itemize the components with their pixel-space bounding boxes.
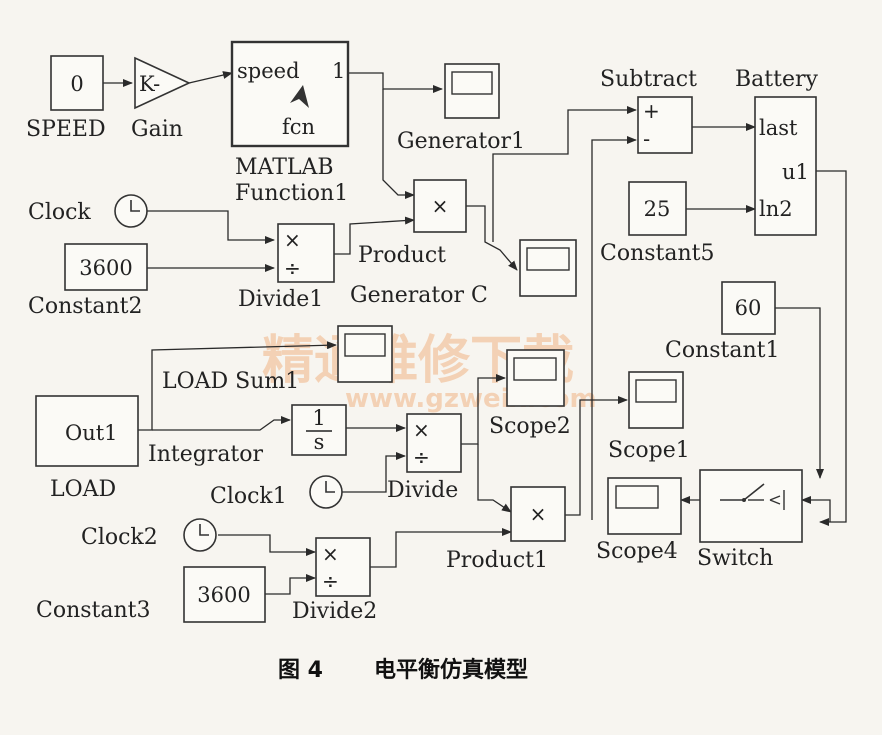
load-output-port: Out1	[65, 421, 118, 445]
constant2-label: Constant2	[28, 294, 143, 319]
constant1-block[interactable]: 60	[721, 281, 776, 335]
battery-output-u1: u1	[782, 160, 809, 184]
constant3-value: 3600	[197, 583, 250, 607]
subtract-minus: -	[643, 127, 650, 151]
divide1-times: ×	[284, 228, 301, 252]
matlab-fcn-input: speed	[237, 59, 300, 83]
product1-block[interactable]: ×	[510, 486, 566, 542]
constant5-value: 25	[644, 197, 671, 221]
constant2-value: 3600	[79, 256, 132, 280]
divide-times: ×	[413, 418, 430, 442]
product-label: Product	[358, 243, 446, 268]
constant2-block[interactable]: 3600	[64, 243, 148, 291]
scope-icon	[615, 485, 659, 509]
generator-c-label: Generator C	[350, 283, 488, 308]
gain-label: Gain	[131, 117, 183, 142]
load-label: LOAD	[50, 477, 116, 502]
generator1-scope[interactable]	[444, 63, 500, 119]
matlab-function-block[interactable]: speed 1 fcn	[230, 40, 350, 148]
divide2-block[interactable]: × ÷	[315, 537, 371, 597]
scope4-label: Scope4	[596, 539, 678, 564]
load-sum1-label: LOAD Sum1	[162, 369, 299, 394]
load-subsystem-block[interactable]: Out1	[35, 395, 139, 467]
matlab-function-label-1: MATLAB	[235, 155, 334, 180]
signal-lines	[103, 71, 847, 595]
scope1-label: Scope1	[608, 438, 690, 463]
speed-constant-value: 0	[70, 72, 83, 96]
clock1-label: Clock1	[210, 484, 287, 509]
divide2-label: Divide2	[292, 599, 377, 624]
divide-block[interactable]: × ÷	[406, 413, 462, 473]
figure-title: 电平衡仿真模型	[374, 657, 528, 683]
generator-c-scope[interactable]	[519, 239, 577, 297]
clock-label: Clock	[28, 200, 91, 225]
scope-icon	[513, 357, 557, 381]
battery-label: Battery	[735, 67, 819, 92]
subtract-label: Subtract	[600, 67, 697, 92]
divide1-label: Divide1	[238, 287, 323, 312]
integrator-numerator: 1	[312, 406, 325, 430]
speed-label: SPEED	[26, 117, 106, 142]
integrator-label: Integrator	[148, 442, 264, 467]
product1-label: Product1	[446, 548, 548, 573]
clock1-block[interactable]	[309, 475, 343, 509]
product-block[interactable]: ×	[413, 179, 467, 233]
clock2-block[interactable]	[183, 518, 217, 552]
divide2-div: ÷	[322, 569, 339, 593]
divide1-block[interactable]: × ÷	[277, 223, 335, 283]
switch-block[interactable]	[699, 469, 803, 543]
figure-caption: 图 4 电平衡仿真模型	[278, 657, 528, 683]
load-sum1-scope[interactable]	[337, 325, 393, 383]
subtract-plus: +	[643, 99, 660, 123]
generator1-label: Generator1	[397, 129, 525, 154]
integrator-denominator: s	[314, 430, 325, 454]
scope2-scope[interactable]	[506, 349, 565, 407]
matlab-logo-icon	[290, 85, 309, 108]
battery-input-ln2: ln2	[759, 197, 793, 221]
scope-icon	[635, 379, 677, 403]
scope-icon	[451, 71, 493, 95]
battery-input-last: last	[759, 116, 798, 140]
product1-times: ×	[530, 502, 547, 526]
scope-icon	[526, 247, 570, 271]
speed-constant-block[interactable]: 0	[50, 55, 104, 111]
constant5-block[interactable]: 25	[628, 181, 687, 236]
constant1-value: 60	[735, 296, 762, 320]
divide-label: Divide	[387, 478, 458, 503]
scope4-scope[interactable]	[607, 477, 682, 535]
matlab-function-label-2: Function1	[235, 181, 348, 206]
divide-div: ÷	[413, 445, 430, 469]
constant5-label: Constant5	[600, 241, 715, 266]
switch-label: Switch	[697, 546, 773, 571]
product-times: ×	[432, 194, 449, 218]
scope-icon	[344, 333, 386, 357]
integrator-block[interactable]: 1 s	[291, 404, 347, 456]
constant3-label: Constant3	[36, 598, 151, 623]
constant1-label: Constant1	[665, 338, 780, 363]
clock2-label: Clock2	[81, 525, 158, 550]
gain-symbol: K-	[139, 72, 160, 96]
divide2-times: ×	[322, 542, 339, 566]
figure-number: 图 4	[278, 658, 323, 683]
subtract-block[interactable]: + -	[637, 96, 693, 154]
scope2-label: Scope2	[489, 414, 571, 439]
battery-block[interactable]: last u1 ln2	[754, 96, 817, 236]
gain-block[interactable]: K-	[134, 56, 191, 110]
constant3-block[interactable]: 3600	[183, 566, 266, 623]
divide1-div: ÷	[284, 256, 301, 280]
clock-block[interactable]	[114, 194, 148, 228]
scope1-scope[interactable]	[628, 371, 684, 429]
matlab-fcn-output: 1	[332, 59, 345, 83]
matlab-fcn-body: fcn	[282, 115, 315, 139]
